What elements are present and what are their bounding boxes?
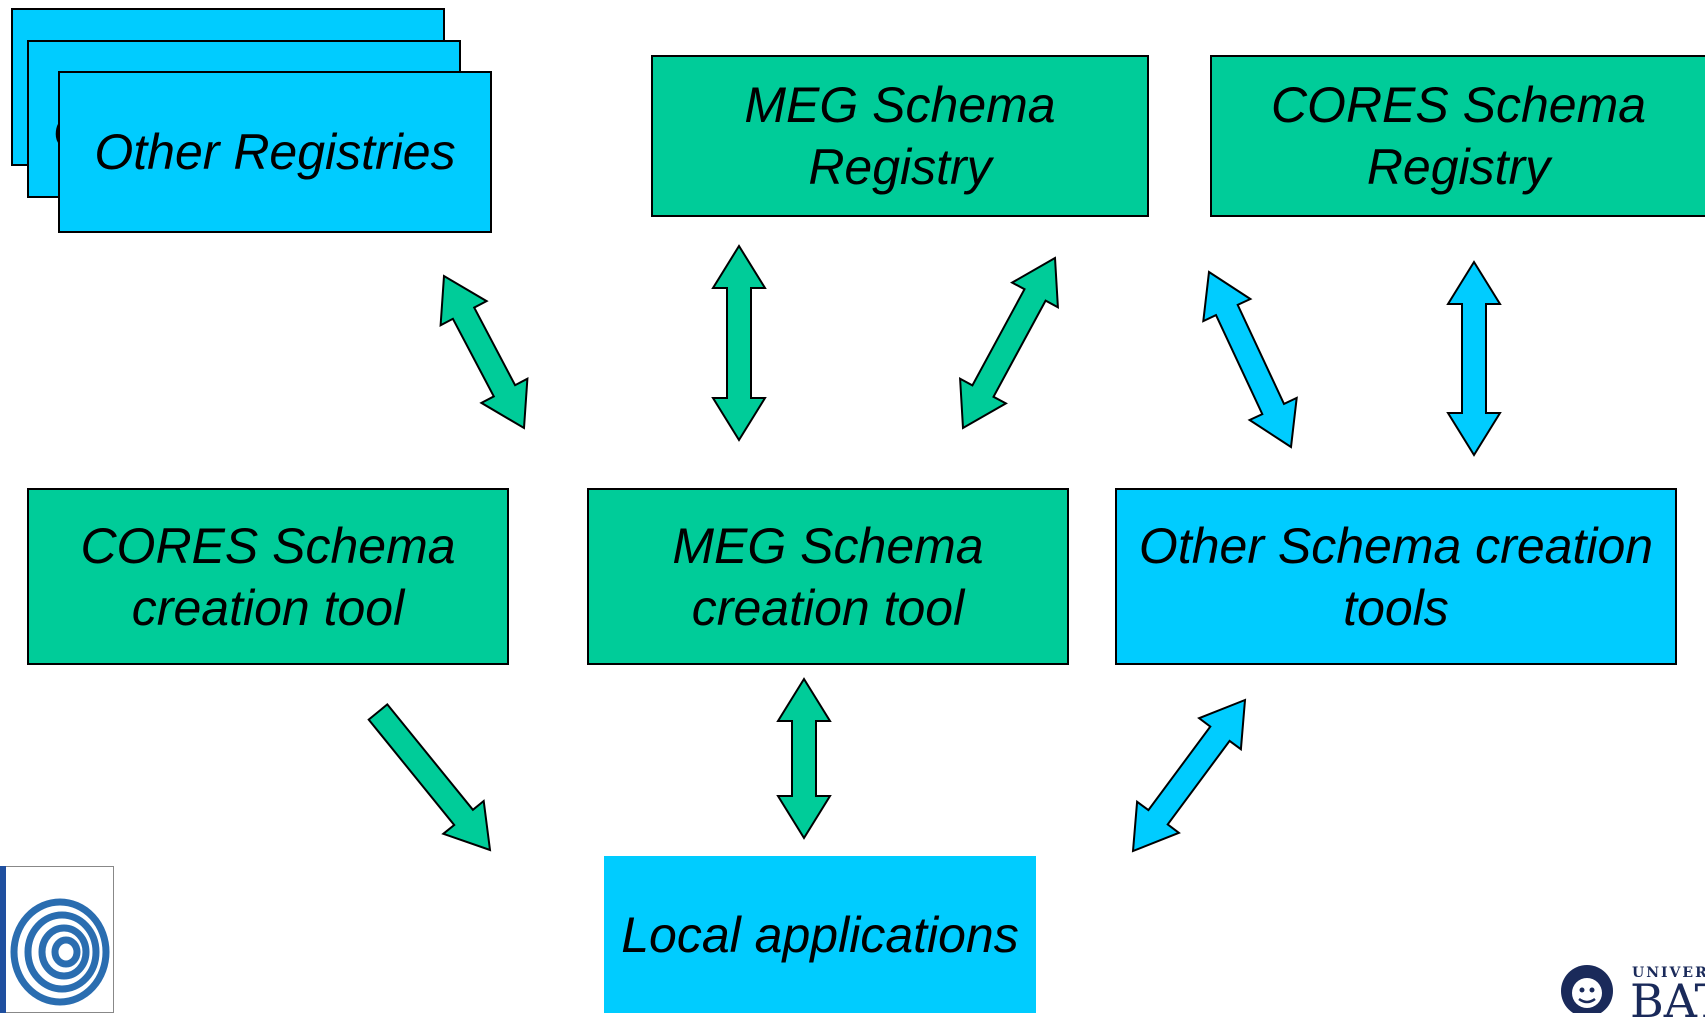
meg-registry-line-1: MEG Schema — [744, 77, 1056, 133]
other-registries-box: Other Registries — [58, 71, 492, 233]
university-logo-icon — [1561, 965, 1613, 1013]
other-schema-creation-tools-box: Other Schema creation tools — [1115, 488, 1677, 665]
cores-tool-line-2: creation tool — [131, 579, 405, 636]
university-label-small: UNIVERS — [1632, 965, 1705, 981]
arrow-meg-registry-other-tools — [958, 256, 1060, 430]
university-label-big: BAT — [1630, 974, 1705, 1028]
cores-registry-line-2: Registry — [1366, 139, 1551, 195]
meg-schema-registry-box: MEG Schema Registry — [651, 55, 1149, 217]
meg-tool-line-1: MEG Schema — [672, 517, 984, 574]
cores-schema-registry-box: CORES Schema Registry — [1210, 55, 1705, 217]
cores-tool-line-1: CORES Schema — [80, 517, 456, 574]
meg-registry-line-2: Registry — [808, 139, 992, 195]
other-registries-label: Other Registries — [94, 124, 456, 180]
left-logo-icon — [0, 866, 114, 1013]
arrow-cores-tool-local-apps — [367, 702, 492, 852]
arrow-meg-tool-local-apps — [776, 677, 832, 840]
meg-schema-creation-tool-box: MEG Schema creation tool — [587, 488, 1069, 665]
arrow-cores-registry-other-tools — [1202, 270, 1298, 449]
arrow-meg-registry-meg-tool — [711, 244, 767, 442]
arrow-other-tools-local-apps — [1131, 698, 1247, 853]
arrow-cores-registry-right — [1446, 260, 1502, 457]
cores-schema-creation-tool-box: CORES Schema creation tool — [27, 488, 509, 665]
cores-registry-line-1: CORES Schema — [1270, 77, 1647, 133]
meg-tool-line-2: creation tool — [691, 579, 965, 636]
arrow-other-registries-meg-tool — [439, 274, 529, 430]
local-applications-box: Local applications — [604, 856, 1036, 1013]
other-tools-line-1: Other Schema creation — [1138, 517, 1654, 574]
other-tools-line-2: tools — [1343, 579, 1449, 636]
local-applications-label: Local applications — [621, 906, 1019, 963]
